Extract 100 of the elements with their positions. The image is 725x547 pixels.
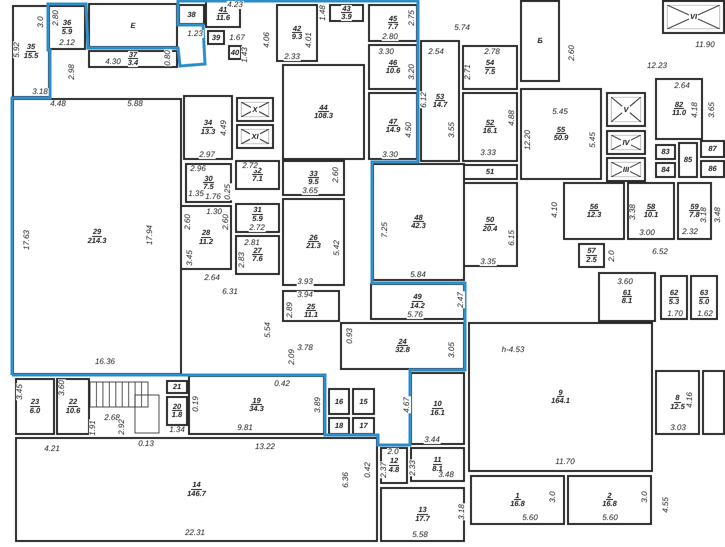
dimension-label: 0.93 bbox=[346, 328, 354, 344]
dimension-label: 1.43 bbox=[241, 46, 249, 64]
room bbox=[563, 182, 625, 240]
room bbox=[328, 417, 350, 435]
dimension-label: 4.48 bbox=[50, 100, 66, 108]
dimension-label: 12.20 bbox=[524, 129, 532, 151]
dimension-label: 3.05 bbox=[448, 342, 456, 358]
room bbox=[678, 142, 698, 178]
room bbox=[352, 417, 375, 435]
room bbox=[410, 372, 465, 445]
dimension-label: 3.30 bbox=[382, 151, 398, 159]
dimension-label: 6.31 bbox=[222, 288, 238, 296]
dimension-label: 0.13 bbox=[138, 440, 154, 448]
dimension-label: 2.72 bbox=[248, 224, 266, 232]
room bbox=[329, 4, 364, 22]
room bbox=[207, 30, 225, 45]
dimension-label: 5.45 bbox=[589, 132, 597, 148]
dimension-label: 0.80 bbox=[164, 50, 172, 66]
room bbox=[462, 164, 518, 180]
dimension-label: 5.84 bbox=[410, 271, 426, 279]
room bbox=[56, 378, 90, 435]
dimension-label: 3.18 bbox=[458, 504, 466, 520]
dimension-label: 6.15 bbox=[508, 230, 516, 246]
room bbox=[655, 162, 676, 178]
room bbox=[15, 437, 378, 542]
dimension-label: 3.38 bbox=[629, 204, 637, 220]
dimension-label: 1.91 bbox=[89, 420, 97, 436]
dimension-label: 2.83 bbox=[238, 252, 246, 268]
dimension-label: 13.22 bbox=[254, 443, 276, 451]
dimension-label: 11.70 bbox=[554, 458, 576, 466]
dimension-label: 4.16 bbox=[686, 392, 694, 408]
dimension-label: 4.06 bbox=[263, 32, 271, 48]
dimension-label: 3.48 bbox=[438, 471, 454, 479]
dimension-label: 0.19 bbox=[192, 396, 200, 412]
dimension-label: 3.48 bbox=[714, 206, 722, 224]
room bbox=[88, 3, 178, 48]
room bbox=[235, 160, 280, 190]
dimension-label: 2.72 bbox=[242, 162, 258, 170]
dimension-label: 1.76 bbox=[204, 193, 222, 201]
dimension-label: 4.49 bbox=[220, 120, 228, 136]
dimension-label: 4.67 bbox=[403, 396, 411, 414]
dimension-label: 4.18 bbox=[691, 102, 699, 118]
dimension-label: h-4.53 bbox=[501, 346, 525, 354]
dimension-label: 2.80 bbox=[382, 33, 398, 41]
room bbox=[520, 88, 602, 180]
dimension-label: 4.01 bbox=[305, 32, 313, 48]
elevator-shaft bbox=[606, 157, 646, 182]
dimension-label: 1.34 bbox=[168, 426, 186, 434]
dimension-label: 7.25 bbox=[381, 222, 389, 238]
dimension-label: 3.33 bbox=[480, 149, 496, 157]
dimension-label: 6.52 bbox=[652, 248, 668, 256]
dimension-label: 17.63 bbox=[23, 229, 31, 251]
room bbox=[352, 388, 375, 415]
elevator-shaft bbox=[662, 0, 725, 34]
room bbox=[380, 487, 465, 542]
dimension-label: 2.0 bbox=[386, 448, 400, 456]
dimension-label: 4.55 bbox=[662, 496, 670, 514]
room bbox=[15, 378, 55, 435]
dimension-label: 2.80 bbox=[52, 10, 60, 26]
room-outline bbox=[702, 370, 725, 435]
dimension-label: 1.70 bbox=[666, 310, 684, 318]
room bbox=[420, 40, 460, 162]
dimension-label: 16.36 bbox=[94, 358, 116, 366]
room bbox=[567, 475, 652, 525]
dimension-label: 1.30 bbox=[206, 208, 222, 216]
dimension-label: 5.92 bbox=[13, 42, 21, 58]
dimension-label: 5.76 bbox=[406, 311, 424, 319]
dimension-label: 4.50 bbox=[405, 122, 413, 138]
dimension-label: 3.44 bbox=[424, 436, 440, 444]
room bbox=[468, 322, 653, 472]
room bbox=[372, 163, 465, 281]
dimension-label: 3.65 bbox=[708, 102, 716, 118]
dimension-label: 3.60 bbox=[616, 278, 634, 286]
room bbox=[677, 182, 712, 240]
dimension-label: 5.60 bbox=[602, 514, 618, 522]
dimension-label: 0.42 bbox=[274, 380, 290, 388]
dimension-label: 2.60 bbox=[332, 166, 340, 184]
room bbox=[282, 160, 345, 196]
dimension-label: 1.23 bbox=[186, 30, 204, 38]
dimension-label: 9.81 bbox=[236, 424, 254, 432]
room bbox=[627, 182, 675, 240]
dimension-label: 5.54 bbox=[264, 322, 272, 338]
room bbox=[328, 388, 350, 415]
dimension-label: 6.36 bbox=[342, 472, 350, 488]
room bbox=[700, 160, 725, 178]
dimension-label: 3.0 bbox=[641, 490, 649, 504]
room bbox=[462, 45, 518, 90]
dimension-label: 0.25 bbox=[224, 184, 232, 200]
dimension-label: 3.03 bbox=[670, 424, 686, 432]
dimension-label: 3.65 bbox=[302, 187, 318, 195]
dimension-label: 5.42 bbox=[333, 240, 341, 256]
dimension-label: 2.89 bbox=[286, 302, 294, 318]
room bbox=[166, 380, 188, 394]
dimension-label: 3.93 bbox=[296, 278, 314, 286]
dimension-label: 3.78 bbox=[296, 344, 314, 352]
dimension-label: 5.58 bbox=[412, 531, 428, 539]
dimension-label: 4.21 bbox=[44, 445, 60, 453]
dimension-label: 2.97 bbox=[198, 151, 216, 159]
room bbox=[282, 198, 345, 286]
elevator-shaft bbox=[236, 124, 274, 149]
